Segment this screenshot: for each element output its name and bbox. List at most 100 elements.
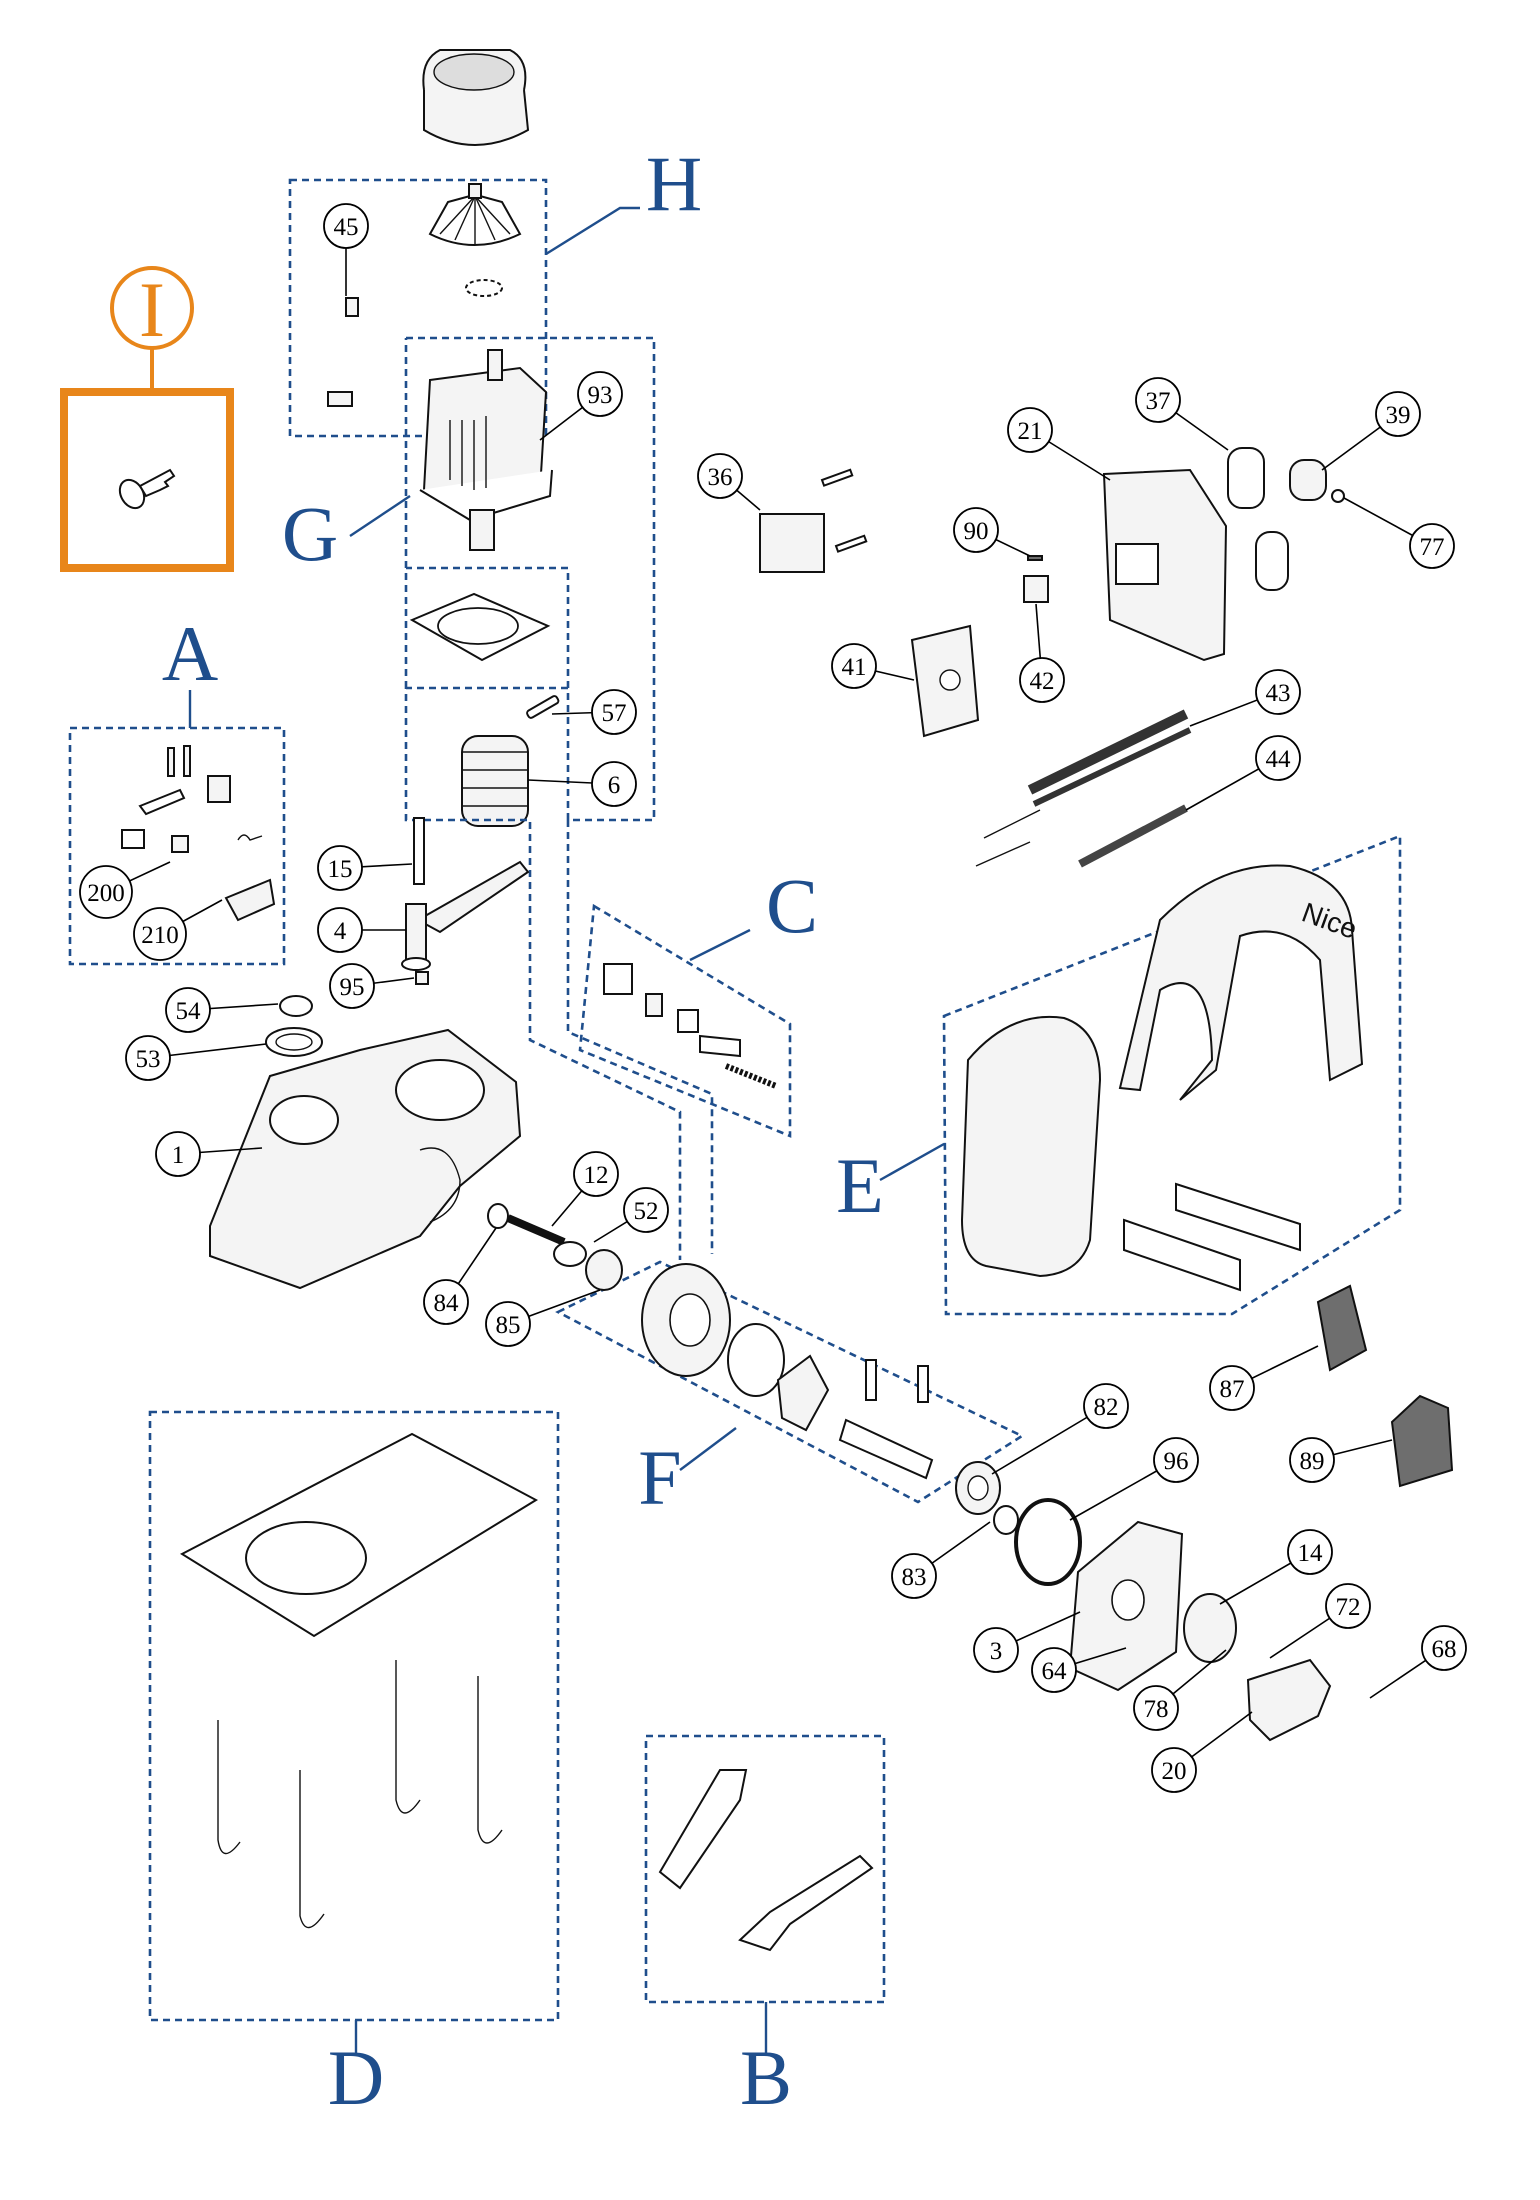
callout-20[interactable]: 20 — [1151, 1711, 1253, 1793]
callout-44[interactable]: 44 — [1185, 735, 1301, 811]
transformer-36 — [759, 468, 868, 573]
callout-89[interactable]: 89 — [1289, 1437, 1393, 1483]
group-c-box — [578, 903, 792, 1138]
callout-82[interactable]: 82 — [991, 1383, 1129, 1475]
callout-85[interactable]: 85 — [485, 1289, 601, 1347]
callout-bubble — [1019, 657, 1065, 703]
group-f[interactable]: F — [555, 1260, 1025, 1521]
callout-bubble — [1409, 523, 1455, 569]
group-i[interactable]: I — [60, 266, 234, 572]
callout-bubble — [1153, 1437, 1199, 1483]
callout-95[interactable]: 95 — [329, 963, 415, 1009]
callout-bubble — [891, 1553, 937, 1599]
control-unit-21 — [1102, 468, 1228, 662]
callout-84[interactable]: 84 — [423, 1227, 497, 1325]
callout-64[interactable]: 64 — [1031, 1647, 1127, 1693]
callout-number: 53 — [136, 1046, 161, 1073]
group-a[interactable]: A — [68, 610, 286, 966]
nut-95 — [415, 971, 429, 985]
callout-bubble — [1255, 669, 1301, 715]
group-a-box — [68, 726, 286, 966]
callout-90[interactable]: 90 — [953, 507, 1031, 557]
cover-strips — [1123, 1182, 1301, 1292]
group-d[interactable]: D — [148, 1410, 560, 2121]
group-i-letter: I — [139, 266, 165, 353]
callout-number: 15 — [328, 856, 353, 883]
oring-96 — [1014, 1498, 1082, 1586]
callout-72[interactable]: 72 — [1269, 1583, 1371, 1659]
callout-bubble — [329, 963, 375, 1009]
callout-96[interactable]: 96 — [1069, 1437, 1199, 1521]
callout-36[interactable]: 36 — [697, 453, 761, 511]
callout-bubble — [1289, 1437, 1335, 1483]
callout-number: 14 — [1298, 1540, 1324, 1567]
callout-bubble — [125, 1035, 171, 1081]
callout-83[interactable]: 83 — [891, 1521, 991, 1599]
callout-21[interactable]: 21 — [1007, 407, 1111, 481]
callout-number: 89 — [1300, 1448, 1325, 1475]
callout-42[interactable]: 42 — [1019, 603, 1065, 703]
group-c[interactable]: C — [578, 862, 818, 1138]
callout-37[interactable]: 37 — [1135, 377, 1229, 451]
group-g[interactable]: G — [282, 336, 656, 827]
callout-68[interactable]: 68 — [1369, 1625, 1467, 1699]
callout-43[interactable]: 43 — [1189, 669, 1301, 727]
callout-77[interactable]: 77 — [1343, 497, 1455, 569]
callout-bubble — [1007, 407, 1053, 453]
callout-number: 57 — [602, 700, 627, 727]
callout-210[interactable]: 210 — [133, 899, 223, 961]
callout-41[interactable]: 41 — [831, 643, 915, 689]
cable-44 — [1078, 804, 1188, 868]
callout-number: 78 — [1144, 1696, 1169, 1723]
callout-3[interactable]: 3 — [973, 1611, 1081, 1673]
callout-number: 3 — [990, 1638, 1003, 1665]
callout-number: 200 — [87, 880, 125, 907]
callout-bubble — [317, 845, 363, 891]
callout-number: 4 — [334, 918, 347, 945]
group-e[interactable]: E Nice — [836, 834, 1402, 1316]
key-icon — [118, 468, 176, 510]
callout-number: 93 — [588, 382, 613, 409]
callout-number: 52 — [634, 1198, 659, 1225]
callout-bubble — [831, 643, 877, 689]
callout-bubble — [1325, 1583, 1371, 1629]
callout-45[interactable]: 45 — [323, 203, 369, 296]
callout-number: 1 — [172, 1142, 185, 1169]
callout-57[interactable]: 57 — [551, 689, 637, 735]
callout-1[interactable]: 1 — [155, 1131, 263, 1177]
callout-12[interactable]: 12 — [551, 1151, 619, 1227]
callout-14[interactable]: 14 — [1219, 1529, 1333, 1605]
anchor-bolts — [217, 1660, 503, 1929]
callout-number: 77 — [1420, 534, 1445, 561]
callout-bubble — [953, 507, 999, 553]
callout-bubble — [155, 1131, 201, 1177]
callout-93[interactable]: 93 — [539, 371, 623, 441]
callout-number: 12 — [584, 1162, 609, 1189]
callout-53[interactable]: 53 — [125, 1035, 267, 1081]
release-handles — [658, 1769, 874, 1952]
callout-87[interactable]: 87 — [1209, 1345, 1319, 1411]
group-f-box — [555, 1260, 1025, 1504]
callout-78[interactable]: 78 — [1133, 1649, 1227, 1731]
callout-bubble — [1151, 1747, 1197, 1793]
group-b[interactable]: B — [644, 1734, 886, 2121]
callout-bubble — [623, 1187, 669, 1233]
callout-54[interactable]: 54 — [165, 987, 279, 1033]
callout-52[interactable]: 52 — [593, 1187, 669, 1243]
callout-number: 37 — [1146, 388, 1171, 415]
callout-4[interactable]: 4 — [317, 907, 406, 953]
pinion-cover-20 — [1246, 1658, 1332, 1742]
callout-bubble — [1031, 1647, 1077, 1693]
group-i-box — [60, 388, 234, 572]
callout-39[interactable]: 39 — [1321, 391, 1421, 471]
callout-bubble — [1375, 391, 1421, 437]
group-h[interactable]: H — [288, 49, 702, 438]
callout-6[interactable]: 6 — [527, 761, 637, 807]
callout-number: 84 — [434, 1290, 460, 1317]
callout-number: 39 — [1386, 402, 1411, 429]
callout-number: 68 — [1432, 1636, 1457, 1663]
callout-200[interactable]: 200 — [79, 861, 171, 919]
callout-15[interactable]: 15 — [317, 845, 413, 891]
group-a-letter: A — [162, 610, 218, 697]
callout-number: 87 — [1220, 1376, 1245, 1403]
